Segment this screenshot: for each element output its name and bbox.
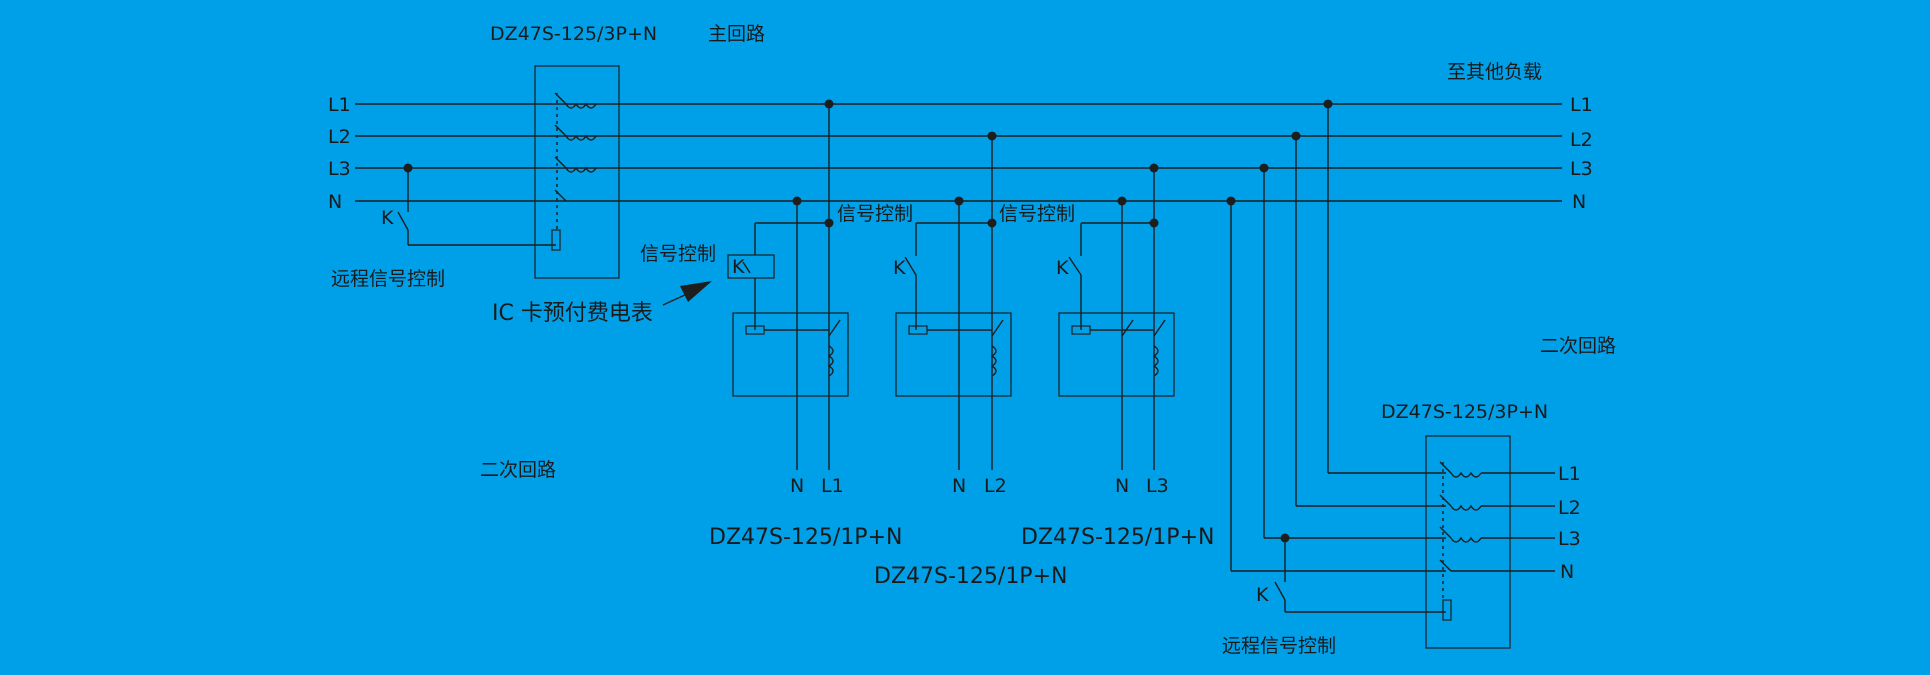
meter-3-line-label: L3 (1146, 475, 1169, 497)
meter-3-switch-n (1121, 319, 1134, 337)
secondary-output-l2: L2 (1558, 497, 1581, 519)
secondary-switch-l2 (1439, 494, 1555, 511)
secondary-breaker-trip-coil (1442, 599, 1452, 621)
right-label-n: N (1572, 191, 1586, 213)
secondary-feeders (1230, 104, 1446, 572)
meter-branch-1: K (727, 104, 849, 470)
right-label-l2: L2 (1570, 129, 1593, 151)
main-bus (355, 103, 1562, 202)
meter-3-box (1058, 312, 1175, 397)
meter-1-line-label: L1 (821, 475, 844, 497)
secondary-switch-n (1439, 559, 1555, 572)
secondary-breaker (1425, 435, 1555, 649)
left-k-switch (397, 211, 409, 231)
secondary-switch-l1 (1439, 461, 1555, 478)
meter-2-relay (908, 325, 928, 335)
meter-3-coil (1152, 345, 1159, 377)
signal-control-2: 信号控制 (837, 203, 913, 225)
meter-3-n-label: N (1115, 475, 1129, 497)
meter-3-switch-l (1153, 319, 1166, 337)
meter-1-n-label: N (790, 475, 804, 497)
meter-model-3: DZ47S-125/1P+N (1021, 525, 1214, 550)
main-breaker-switch-l2 (554, 124, 597, 141)
remote-signal-left: 远程信号控制 (331, 268, 445, 290)
signal-control-3: 信号控制 (999, 203, 1075, 225)
meter-2-coil (990, 345, 997, 377)
left-label-l1: L1 (328, 94, 351, 116)
ic-meter-arrow-head (680, 281, 712, 302)
left-k-label: K (381, 207, 394, 229)
meter-1-box (732, 312, 849, 397)
main-breaker-switch-l3 (554, 156, 597, 173)
right-k-switch (1274, 581, 1286, 601)
meter-2-line-label: L2 (984, 475, 1007, 497)
main-breaker-box (534, 65, 620, 279)
right-remote-circuit: K (1256, 533, 1446, 613)
remote-signal-right: 远程信号控制 (1222, 635, 1336, 657)
left-label-l2: L2 (328, 126, 351, 148)
secondary-left: 二次回路 (480, 459, 556, 481)
main-breaker-trip-coil (551, 229, 561, 251)
secondary-output-l3: L3 (1558, 528, 1581, 550)
meter-1-coil (827, 345, 834, 377)
right-k-label: K (1256, 584, 1269, 606)
ic-meter-label: IC 卡预付费电表 (492, 301, 653, 326)
meter-branch-3: K (1056, 168, 1175, 470)
main-breaker (534, 65, 620, 279)
meter-2-switch (991, 319, 1004, 337)
meter-1-k-label: K (732, 256, 745, 278)
secondary-output-l1: L1 (1558, 463, 1581, 485)
main-circuit-label: 主回路 (708, 23, 765, 45)
right-label-l1: L1 (1570, 94, 1593, 116)
signal-control-1: 信号控制 (640, 243, 716, 265)
secondary-breaker-model: DZ47S-125/3P+N (1381, 401, 1548, 423)
meter-2-n-label: N (952, 475, 966, 497)
secondary-breaker-box (1425, 435, 1511, 649)
meter-1-switch (828, 319, 841, 337)
secondary-right: 二次回路 (1540, 335, 1616, 357)
meter-1-signal-box (727, 254, 775, 279)
right-label-l3: L3 (1570, 158, 1593, 180)
left-label-n: N (328, 191, 342, 213)
secondary-output-n: N (1560, 561, 1574, 583)
meter-branch-2: K (893, 136, 1012, 470)
to-other-loads-label: 至其他负载 (1447, 61, 1542, 83)
meter-model-2: DZ47S-125/1P+N (874, 564, 1067, 589)
meter-2-k-label: K (893, 257, 906, 279)
left-remote-circuit: K (381, 163, 556, 246)
main-breaker-switch-l1 (554, 92, 597, 109)
meter-3-k-label: K (1056, 257, 1069, 279)
meter-model-1: DZ47S-125/1P+N (709, 525, 902, 550)
meter-2-box (895, 312, 1012, 397)
left-label-l3: L3 (328, 158, 351, 180)
secondary-switch-l3 (1439, 526, 1555, 543)
main-breaker-model: DZ47S-125/3P+N (490, 23, 657, 45)
